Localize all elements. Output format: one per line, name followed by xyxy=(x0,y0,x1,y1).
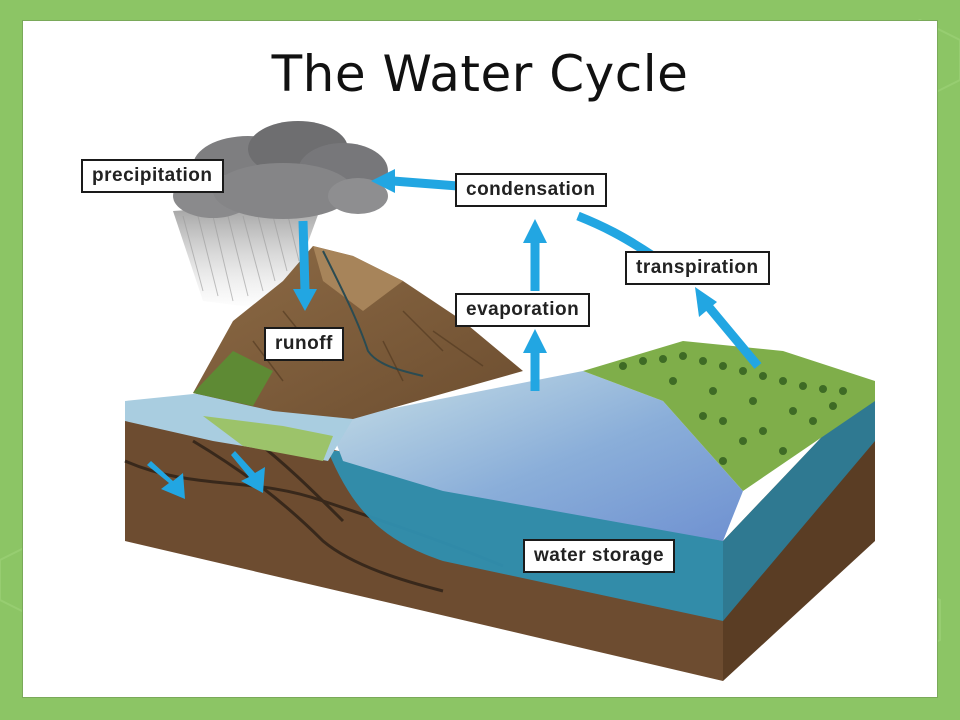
ground-block xyxy=(124,381,875,681)
slide: The Water Cycle xyxy=(22,20,938,698)
page-title: The Water Cycle xyxy=(271,45,689,103)
cloud xyxy=(173,121,388,219)
water-cycle-illustration xyxy=(124,121,875,681)
label-transpiration: transpiration xyxy=(625,251,770,285)
label-water-storage: water storage xyxy=(523,539,676,573)
flow-arrows xyxy=(147,169,762,499)
label-condensation: condensation xyxy=(455,173,607,207)
forest xyxy=(583,341,875,491)
label-runoff: runoff xyxy=(264,327,344,361)
lake-surface xyxy=(328,371,743,541)
label-evaporation: evaporation xyxy=(455,293,591,327)
label-precipitation: precipitation xyxy=(81,159,224,193)
